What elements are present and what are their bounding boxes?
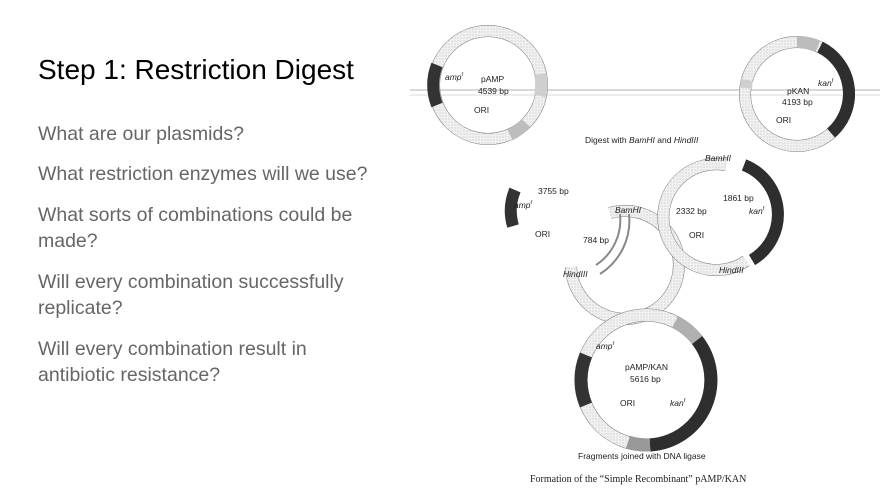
fragment-small-size: 784 bp — [583, 235, 609, 245]
pamp-name: pAMP — [481, 74, 504, 84]
fragment-ori: ORI — [689, 230, 704, 240]
junction-segment — [671, 316, 703, 345]
kan-gene-segment — [741, 159, 784, 266]
slide-title: Step 1: Restriction Digest — [38, 54, 354, 85]
ligase-label: Fragments joined with DNA ligase — [578, 451, 706, 461]
digest-label: Digest with BamHI and HindIII — [585, 135, 699, 145]
plasmid-ring-fill — [428, 25, 548, 145]
recomb-size: 5616 bp — [630, 374, 661, 384]
fragment-small-size: 2332 bp — [676, 206, 707, 216]
cut-site-segment — [740, 78, 753, 89]
gene-sup: r — [462, 72, 464, 78]
amp-fragment: 3755 bp ampr BamHI ORI 784 bp HindIII — [504, 186, 685, 325]
junction-segment — [626, 435, 651, 452]
fragment-ring-fill — [657, 158, 750, 276]
fragment-gene-label: kanr — [749, 206, 765, 216]
plasmid-figure: ampr pAMP 4539 bp ORI pKAN 4193 bp kanr … — [400, 22, 880, 495]
gene-sup: r — [832, 78, 834, 84]
fragment-ring-fill — [565, 205, 685, 325]
gene-sup: r — [531, 200, 533, 206]
cut-site-segment — [534, 72, 548, 98]
recomb-gene-kan-label: kanr — [670, 398, 686, 408]
kan-gene-segment — [817, 41, 856, 138]
kan-fragment: BamHI 1861 bp 2332 bp kanr ORI HindIII — [657, 153, 784, 277]
amp-gene-segment — [504, 187, 521, 228]
fragment-gene-label: ampr — [514, 200, 533, 210]
pkan-name: pKAN — [787, 86, 809, 96]
bullet-list: What are our plasmids? What restriction … — [38, 121, 378, 403]
pkan-gene-label: kanr — [818, 78, 834, 88]
hindiii-label: HindIII — [563, 269, 588, 279]
bamhi-label: BamHI — [615, 205, 642, 215]
bamhi-label: BamHI — [705, 153, 732, 163]
recomb-name: pAMP/KAN — [625, 362, 668, 372]
bullet-item: What sorts of combinations could be made… — [38, 204, 353, 252]
digest-enzyme-2: HindIII — [674, 135, 699, 145]
kan-gene-segment — [649, 335, 718, 452]
bullet-item: What restriction enzymes will we use? — [38, 163, 368, 185]
gene-sup: r — [684, 398, 686, 404]
gene-text: kan — [670, 398, 684, 408]
bullet-item: What are our plasmids? — [38, 123, 244, 145]
amp-gene-segment — [427, 62, 443, 108]
plasmid-diagram: ampr pAMP 4539 bp ORI pKAN 4193 bp kanr … — [410, 25, 880, 485]
gene-text: kan — [749, 206, 763, 216]
gene-text: amp — [445, 72, 462, 82]
small-fragment-outline — [599, 213, 631, 275]
hindiii-label: HindIII — [719, 265, 744, 275]
figure-caption: Formation of the “Simple Recombinant” pA… — [530, 474, 746, 485]
recomb-gene-amp-label: ampr — [596, 341, 615, 351]
bullet-item: Will every combination result in antibio… — [38, 338, 307, 386]
cut-site-segment — [507, 118, 531, 141]
amp-gene-segment — [574, 352, 593, 408]
fragment-large-size: 1861 bp — [723, 193, 754, 203]
bullet-item: Will every combination successfully repl… — [38, 271, 344, 319]
cut-site-segment — [796, 36, 821, 52]
gene-text: amp — [514, 200, 531, 210]
gene-text: kan — [818, 78, 832, 88]
gene-text: amp — [596, 341, 613, 351]
digest-prefix: Digest with — [585, 135, 629, 145]
pkan-plasmid: pKAN 4193 bp kanr ORI — [739, 36, 856, 152]
fragment-large-size: 3755 bp — [538, 186, 569, 196]
gene-sup: r — [613, 341, 615, 347]
recomb-ori: ORI — [620, 398, 635, 408]
pkan-size: 4193 bp — [782, 97, 813, 107]
pamp-plasmid: ampr pAMP 4539 bp ORI — [427, 25, 548, 145]
small-fragment-outline — [595, 213, 622, 266]
recombinant-plasmid: ampr pAMP/KAN 5616 bp ORI kanr — [574, 308, 718, 452]
pkan-ori: ORI — [776, 115, 791, 125]
digest-enzyme-1: BamHI — [629, 135, 656, 145]
gene-sup: r — [763, 206, 765, 212]
pamp-gene-label: ampr — [445, 72, 464, 82]
fragment-ori: ORI — [535, 229, 550, 239]
pamp-ori: ORI — [474, 105, 489, 115]
pamp-size: 4539 bp — [478, 86, 509, 96]
digest-and: and — [655, 135, 674, 145]
